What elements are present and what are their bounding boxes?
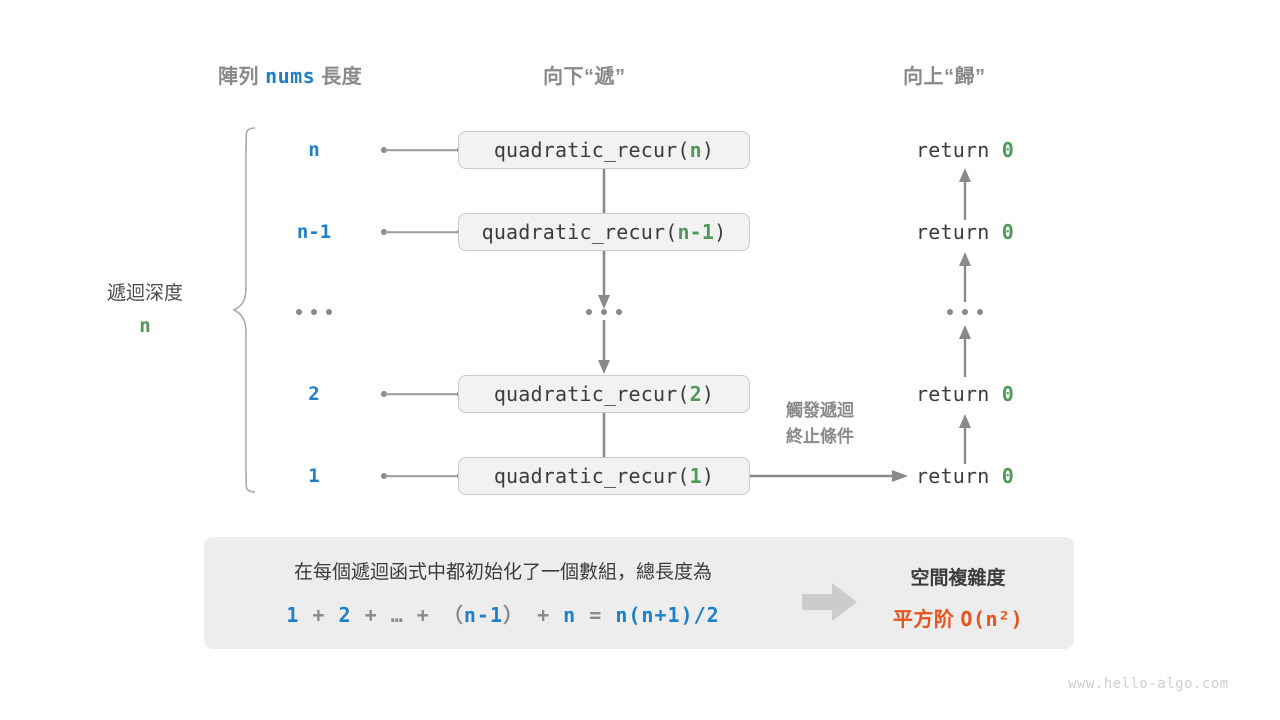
formula-rparen: ）	[503, 602, 525, 627]
formula-op-1: +	[312, 602, 326, 627]
base-case-note-line2: 終止條件	[786, 427, 854, 447]
call-box-row-3[interactable]: quadratic_recur(2)	[458, 375, 750, 413]
call-box-row-1[interactable]: quadratic_recur(n-1)	[458, 213, 750, 251]
complexity-title: 空間複雜度	[910, 568, 1006, 589]
return-keyword-row-4: return	[916, 464, 1002, 488]
call-close-row-3: )	[701, 382, 715, 406]
return-label-row-2-ellipsis	[947, 309, 983, 315]
formula-term-2: 2	[338, 602, 352, 627]
formula-term-3: n-1	[463, 602, 504, 627]
formula-op-2: +	[364, 602, 378, 627]
return-keyword-row-0: return	[916, 138, 1002, 162]
ascend-arrow-2-to-1	[959, 252, 971, 302]
call-text-row-0: quadratic_recur(	[493, 138, 690, 162]
formula-term-4: n	[563, 602, 577, 627]
size-label-row-2-ellipsis	[296, 309, 332, 315]
formula-lparen: （	[442, 602, 464, 627]
return-value-row-0: 0	[1001, 138, 1014, 162]
recursion-depth-label: 遞迴深度 n	[95, 278, 195, 343]
complexity-value: 平方阶 O(n²)	[893, 603, 1023, 632]
ascend-arrow-3-to-2	[959, 325, 971, 377]
formula-result: n(n+1)/2	[615, 602, 720, 627]
header-left-suffix: 長度	[321, 66, 363, 88]
summary-panel-right: 空間複雜度 平方阶 O(n²)	[893, 563, 1023, 632]
call-text-row-1: quadratic_recur(	[481, 220, 678, 244]
return-label-row-4: return 0	[916, 464, 1014, 488]
header-left-prefix: 陣列	[218, 66, 259, 88]
size-label-row-1: n-1	[296, 221, 332, 243]
call-arg-row-4: 1	[689, 464, 702, 488]
return-value-row-4: 0	[1001, 464, 1014, 488]
return-keyword-row-3: return	[916, 382, 1002, 406]
column-header-ascend: 向上“歸”	[903, 66, 986, 88]
call-close-row-0: )	[701, 138, 715, 162]
depth-brace	[232, 127, 256, 493]
dot	[311, 309, 317, 315]
summary-description: 在每個遞迴函式中都初始化了一個數組，總長度為	[293, 562, 712, 583]
formula-term-1: 1	[286, 602, 300, 627]
return-value-row-1: 0	[1001, 220, 1014, 244]
ascend-arrow-4-to-3	[959, 414, 971, 464]
formula-op-3: +	[416, 602, 430, 627]
recursion-depth-value: n	[139, 315, 151, 338]
return-value-row-3: 0	[1001, 382, 1014, 406]
dot	[962, 309, 968, 315]
connector-line-row-3	[384, 393, 460, 395]
formula-ellipsis: …	[390, 602, 404, 627]
connector-line-row-4	[384, 475, 460, 477]
formula-equals: =	[589, 602, 603, 627]
return-label-row-1: return 0	[916, 220, 1014, 244]
dot	[586, 309, 592, 315]
summary-panel-left: 在每個遞迴函式中都初始化了一個數組，總長度為 1 + 2 + … + （n-1）…	[286, 562, 719, 628]
dot	[326, 309, 332, 315]
base-case-note-line1: 觸發遞迴	[786, 401, 854, 420]
summary-formula: 1 + 2 + … + （n-1） + n = n(n+1)/2	[286, 599, 719, 628]
column-header-descend: 向下“遞”	[543, 66, 626, 88]
call-arg-row-0: n	[689, 138, 702, 162]
complexity-value-label: 平方阶	[892, 609, 955, 631]
column-header-array-length: 陣列 nums 長度	[218, 60, 362, 89]
call-arg-row-1: n-1	[677, 220, 715, 244]
descend-arrow-2-to-3	[598, 320, 610, 374]
size-label-row-3: 2	[308, 383, 320, 405]
conclusion-arrow-icon	[802, 583, 857, 621]
dot	[601, 309, 607, 315]
call-close-row-4: )	[701, 464, 715, 488]
call-close-row-1: )	[714, 220, 727, 244]
connector-line-row-1	[384, 231, 460, 233]
call-text-row-4: quadratic_recur(	[493, 464, 690, 488]
connector-line-row-0	[384, 149, 460, 151]
return-label-row-3: return 0	[916, 382, 1014, 406]
size-label-row-4: 1	[308, 465, 320, 487]
dot	[977, 309, 983, 315]
complexity-value-code: O(n²)	[960, 607, 1024, 631]
size-label-row-0: n	[308, 139, 320, 161]
watermark: www.hello-algo.com	[1068, 676, 1229, 692]
summary-panel	[204, 537, 1074, 649]
dot	[296, 309, 302, 315]
dot	[947, 309, 953, 315]
descend-arrow-1-to-2	[598, 251, 610, 309]
call-arg-row-3: 2	[689, 382, 702, 406]
formula-op-4: +	[537, 602, 551, 627]
return-label-row-0: return 0	[916, 138, 1014, 162]
return-keyword-row-1: return	[916, 220, 1002, 244]
call-box-row-2-ellipsis	[586, 309, 622, 315]
call-box-row-0[interactable]: quadratic_recur(n)	[458, 131, 750, 169]
header-left-code: nums	[265, 64, 316, 88]
call-text-row-3: quadratic_recur(	[493, 382, 690, 406]
recursion-depth-text: 遞迴深度	[106, 283, 183, 304]
ascend-arrow-1-to-0	[959, 168, 971, 220]
call-box-row-4[interactable]: quadratic_recur(1)	[458, 457, 750, 495]
base-case-note: 觸發遞迴 終止條件	[786, 398, 854, 451]
dot	[616, 309, 622, 315]
base-case-arrow	[750, 470, 908, 482]
